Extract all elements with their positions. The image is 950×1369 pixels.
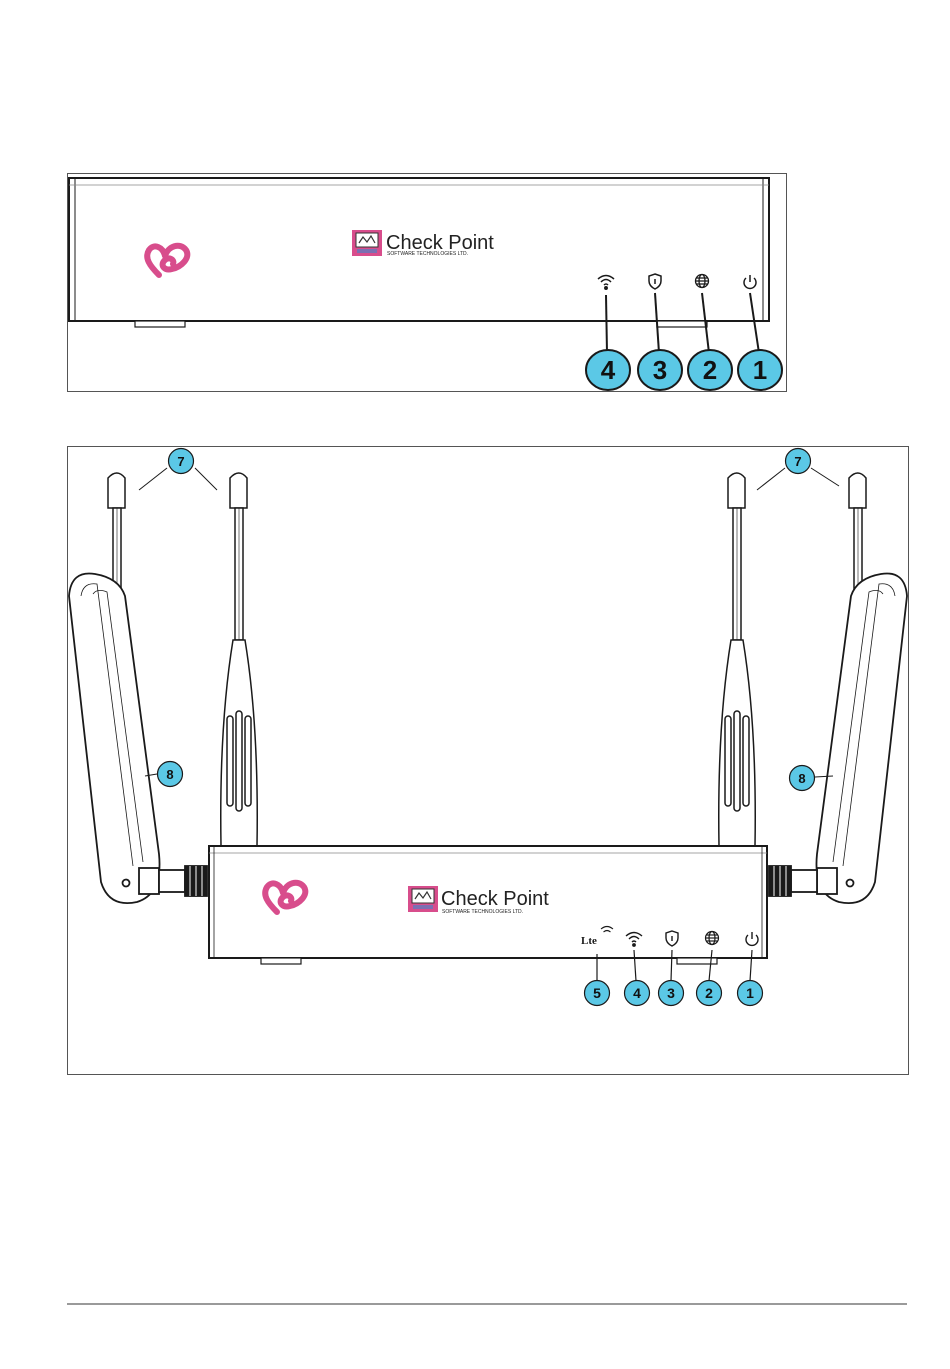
callout-7-left: 7 (169, 449, 194, 474)
svg-text:7: 7 (177, 454, 184, 469)
lte-cover-right (769, 573, 907, 903)
svg-text:7: 7 (794, 454, 801, 469)
front-panel-figure: Check Point SOFTWARE TECHNOLOGIES LTD. 4… (67, 173, 787, 393)
svg-text:Lte: Lte (581, 935, 597, 947)
svg-text:2: 2 (705, 985, 713, 1001)
svg-text:3: 3 (653, 355, 667, 385)
svg-text:1: 1 (746, 985, 754, 1001)
callout-8-right: 8 (790, 766, 815, 791)
svg-text:4: 4 (633, 985, 641, 1001)
leader-line (757, 468, 785, 490)
svg-text:4: 4 (601, 355, 616, 385)
svg-text:8: 8 (798, 771, 805, 786)
brand-name: Check Point (441, 888, 549, 910)
antenna-right-inner (719, 473, 756, 846)
brand-subtitle: SOFTWARE TECHNOLOGIES LTD. (442, 909, 523, 915)
brand-subtitle: SOFTWARE TECHNOLOGIES LTD. (387, 251, 468, 257)
lte-cover-left (69, 573, 207, 903)
svg-text:2: 2 (703, 355, 717, 385)
svg-text:8: 8 (166, 767, 173, 782)
device-foot (135, 321, 185, 327)
leader-line (195, 468, 217, 490)
antenna-left-inner (221, 473, 258, 846)
callout-5: 5 (585, 981, 610, 1006)
callout-2: 2 (688, 350, 732, 390)
svg-text:5: 5 (593, 985, 601, 1001)
svg-text:3: 3 (667, 985, 675, 1001)
leader-line (139, 468, 167, 490)
callout-1: 1 (738, 350, 782, 390)
callout-1: 1 (738, 981, 763, 1006)
callout-3: 3 (659, 981, 684, 1006)
figure-frame (68, 447, 909, 1075)
footer-rule (67, 1303, 907, 1305)
callout-4: 4 (625, 981, 650, 1006)
leader-line (606, 295, 607, 353)
callout-7-right: 7 (786, 449, 811, 474)
callout-2: 2 (697, 981, 722, 1006)
front-panel-wireless-figure: Check Point SOFTWARE TECHNOLOGIES LTD. L… (67, 446, 909, 1076)
brand-flag-icon (352, 230, 382, 256)
svg-text:1: 1 (753, 355, 767, 385)
callout-4: 4 (586, 350, 630, 390)
callout-3: 3 (638, 350, 682, 390)
brand-flag-icon (408, 886, 438, 912)
device-foot (261, 958, 301, 964)
leader-line (811, 468, 839, 486)
callout-8-left: 8 (158, 762, 183, 787)
device-foot (657, 321, 707, 327)
